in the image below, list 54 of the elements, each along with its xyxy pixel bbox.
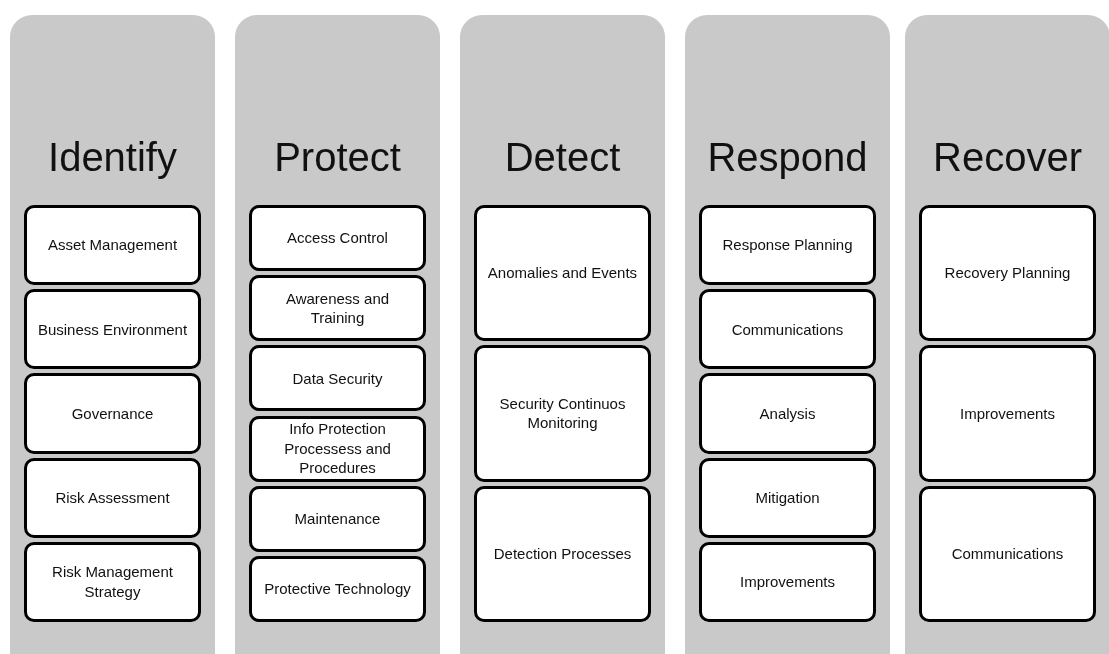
category-box <box>249 485 426 552</box>
column-title: Protect <box>273 135 402 180</box>
category-label: Improvements <box>959 403 1055 424</box>
category-label: Mitigation <box>755 487 820 508</box>
category-box <box>249 555 426 622</box>
category-box <box>24 457 201 538</box>
category-box <box>919 485 1096 622</box>
category-box <box>474 485 651 622</box>
category-box <box>249 345 426 412</box>
category-label: Access Control <box>287 228 388 248</box>
category-box <box>249 205 426 272</box>
column-panel <box>685 15 890 654</box>
column-panel <box>460 15 665 654</box>
category-label: Improvements <box>739 572 835 592</box>
category-label: Recovery Planning <box>944 263 1071 283</box>
category-label: Anomalies and Events <box>487 263 638 283</box>
category-label: Protective Technology <box>264 579 411 599</box>
category-label: Detection Processes <box>493 544 632 564</box>
category-label: Awareness and Training <box>284 288 391 328</box>
category-box <box>24 289 201 370</box>
category-label: Maintenance <box>294 509 381 529</box>
category-label: Governance <box>71 403 154 424</box>
category-label: Risk Management Strategy <box>51 562 174 602</box>
category-box <box>699 205 876 286</box>
category-label: Info Protection Processess and Procedures <box>283 419 392 478</box>
category-box <box>699 373 876 454</box>
column-title: Recover <box>932 135 1083 180</box>
category-box <box>474 205 651 342</box>
category-label: Risk Assessment <box>55 487 170 508</box>
category-box <box>249 275 426 342</box>
column-title: Detect <box>503 135 622 180</box>
category-label: Security Continuos Monitoring <box>498 394 627 433</box>
category-label: Communications <box>731 319 844 340</box>
category-box <box>24 373 201 454</box>
column-panel <box>10 15 215 654</box>
category-box <box>699 457 876 538</box>
category-label: Analysis <box>759 403 816 424</box>
category-box <box>24 541 201 622</box>
column-title: Respond <box>706 135 869 180</box>
category-label: Data Security <box>292 368 383 389</box>
category-label: Business Environment <box>37 319 188 340</box>
category-box <box>919 345 1096 482</box>
category-label: Asset Management <box>47 235 178 255</box>
category-box <box>24 205 201 286</box>
category-box <box>474 345 651 482</box>
column-title: Identify <box>47 135 178 180</box>
category-label: Response Planning <box>722 235 853 255</box>
category-box <box>699 541 876 622</box>
category-box <box>919 205 1096 342</box>
category-label: Communications <box>951 544 1064 564</box>
column-panel <box>905 15 1109 654</box>
category-box <box>249 415 426 482</box>
column-panel <box>235 15 440 654</box>
category-box <box>699 289 876 370</box>
